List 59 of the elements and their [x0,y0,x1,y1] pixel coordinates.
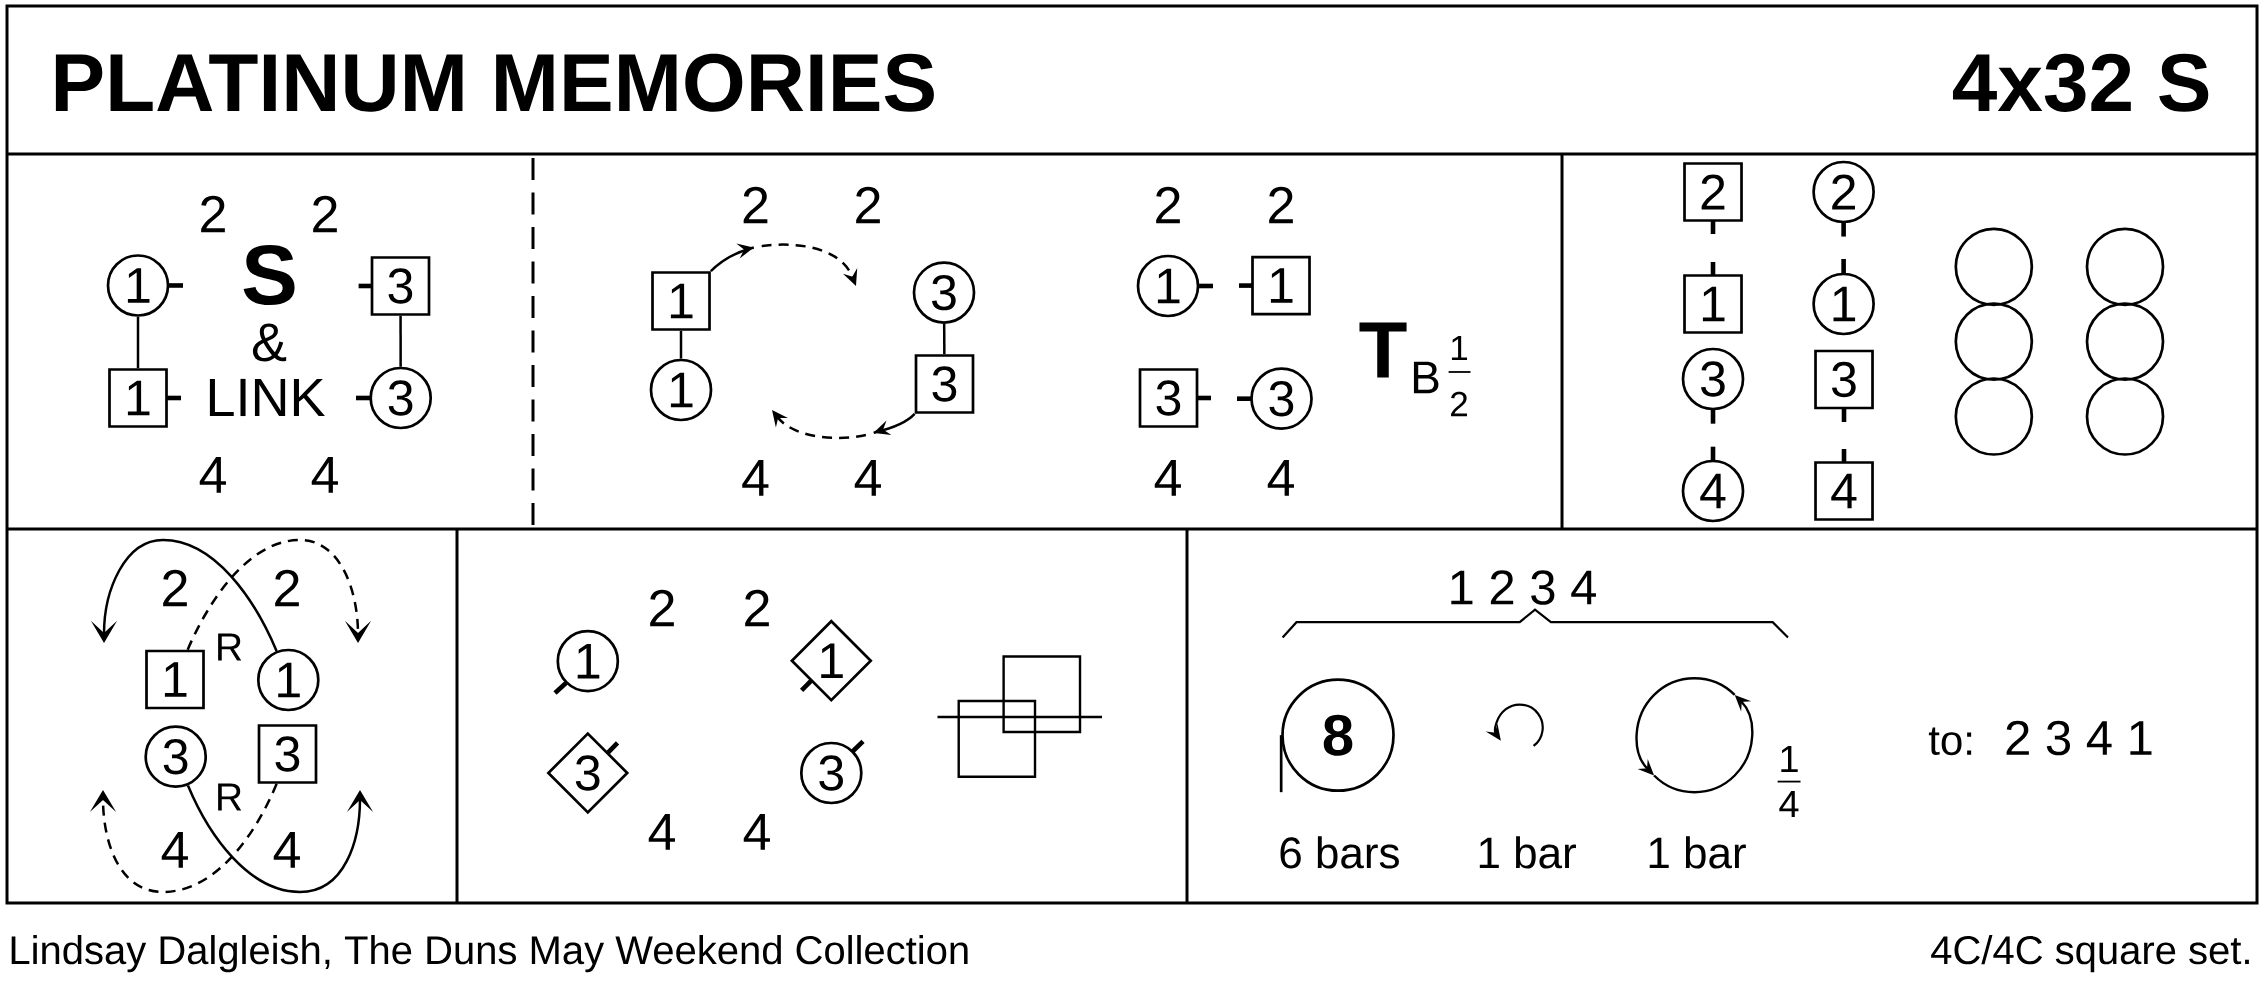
position-number: 4 [1154,460,1181,496]
numbered-square: 1 [1683,274,1743,334]
numbered-square: 3 [914,354,975,414]
figure-subscript: B [1413,361,1439,394]
figure-letter: T [1359,322,1407,378]
position-number: 4 [854,460,881,496]
title: PLATINUM MEMORIES [55,53,934,112]
numbered-square: 3 [257,724,318,784]
numbered-square: 2 [1683,162,1743,222]
count-label: 1 2 3 4 [1451,570,1596,605]
numbered-square: 3 [1814,349,1874,410]
figure-text: LINK [209,378,325,417]
numbered-square: 1 [1251,255,1311,316]
position-number: 4 [199,457,226,493]
fraction-digit: 2 [1451,391,1467,417]
position-number: 4 [743,814,770,850]
position-number: 4 [311,457,338,493]
numbered-square: 1 [651,271,711,331]
connecting-line [399,315,402,367]
duration-label: 1 bar [1479,836,1576,869]
position-number: 2 [650,589,674,627]
duration-label: 1 bar [1649,836,1746,869]
arrow [89,783,278,894]
hand-label: R [218,783,242,811]
position-number: 2 [743,186,768,224]
figure-letter: S [243,244,295,306]
set-note: 4C/4C square set. [1931,935,2249,973]
connecting-line [136,316,140,369]
numbered-square: 1 [108,368,168,428]
connecting-line [679,330,683,359]
duration-label: 6 bars [1280,836,1399,869]
position-number: 2 [313,195,337,233]
position-number: 2 [1156,186,1180,224]
position-number: 4 [1267,460,1294,496]
fraction-digit: 1 [1451,335,1468,360]
numbered-square: 1 [145,649,205,710]
dance-format-label: 4x32 S [1953,53,2209,112]
position-number: 2 [275,569,299,607]
position-number: 2 [856,186,880,224]
figure-text: & [252,323,287,362]
position-number: 4 [273,832,300,868]
numbered-square: 3 [1138,368,1199,428]
position-number: 4 [161,832,188,868]
note-label: to: [1928,727,1972,756]
position-number: 2 [1269,186,1293,224]
connecting-line [942,323,946,355]
hand-label: R [218,633,242,661]
position-number: 4 [742,460,769,496]
position-number: 2 [163,569,187,607]
position-number: 2 [201,195,225,233]
fraction-digit: 4 [1779,790,1799,818]
numbered-square: 3 [370,256,431,316]
order-label: 2 3 4 1 [2006,720,2152,756]
numbered-square: 4 [1814,461,1874,521]
arrow [186,538,372,651]
fraction-digit: 1 [1781,745,1798,773]
source-note: Lindsay Dalgleish, The Duns May Weekend Collection [11,935,968,973]
position-number: 2 [745,589,769,627]
position-number: 4 [648,814,675,850]
